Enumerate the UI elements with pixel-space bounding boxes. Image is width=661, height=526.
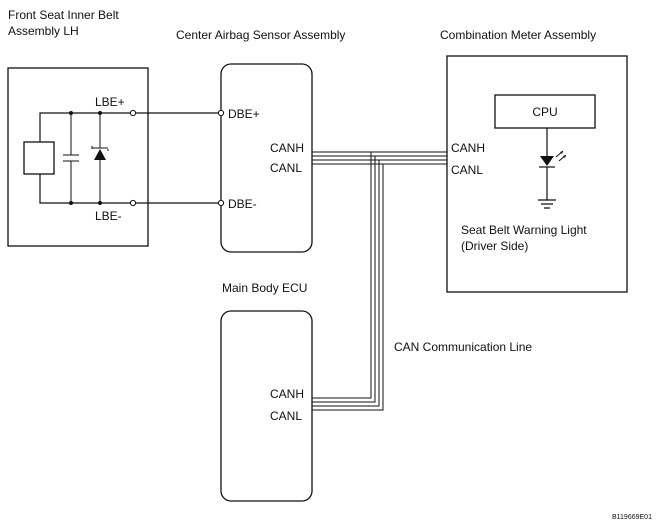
lbe-plus-label: LBE+: [95, 95, 125, 109]
warning-led-symbol: [540, 156, 554, 166]
zener-diode-symbol: [91, 113, 109, 203]
junction-dot: [98, 111, 102, 115]
meter-canl-label: CANL: [451, 163, 483, 177]
junction-dot: [69, 111, 73, 115]
belt-assembly-title-line1: Front Seat Inner Belt: [8, 8, 119, 22]
belt-switch-element: [23, 141, 55, 175]
lbe-plus-terminal: [129, 109, 137, 117]
lbe-minus-terminal: [129, 199, 137, 207]
lbe-minus-label: LBE-: [95, 209, 122, 223]
can-communication-line-label: CAN Communication Line: [394, 340, 532, 354]
junction-dot: [69, 201, 73, 205]
belt-assembly-title-line2: Assembly LH: [8, 24, 79, 38]
zener-diode-triangle: [94, 149, 106, 160]
led-arrow-head: [563, 155, 566, 158]
airbag-canh-label: CANH: [270, 141, 304, 155]
ground-icon: [538, 199, 556, 209]
led-arrow-head: [560, 151, 563, 154]
dbe-minus-label: DBE-: [228, 197, 257, 211]
cpu-box: [494, 94, 596, 129]
combination-meter-title: Combination Meter Assembly: [440, 28, 596, 42]
meter-canh-label: CANH: [451, 141, 485, 155]
main-body-ecu-title: Main Body ECU: [222, 281, 307, 295]
seat-belt-warning-light-label: Seat Belt Warning Light: [461, 223, 587, 237]
dbe-minus-terminal: [217, 199, 225, 207]
can-bus-lines: [312, 151, 447, 411]
dbe-plus-label: DBE+: [228, 107, 260, 121]
ecu-canl-label: CANL: [270, 409, 302, 423]
main-body-ecu-box: [220, 310, 313, 502]
driver-side-label: (Driver Side): [461, 239, 528, 253]
ecu-canh-label: CANH: [270, 387, 304, 401]
airbag-sensor-title: Center Airbag Sensor Assembly: [176, 28, 345, 42]
cpu-label: CPU: [532, 105, 557, 119]
figure-reference-code: B119669E01: [612, 514, 652, 521]
capacitor-symbol: [63, 113, 79, 203]
junction-dot: [98, 201, 102, 205]
airbag-canl-label: CANL: [270, 161, 302, 175]
airbag-sensor-box: [220, 63, 313, 253]
dbe-plus-terminal: [217, 109, 225, 117]
